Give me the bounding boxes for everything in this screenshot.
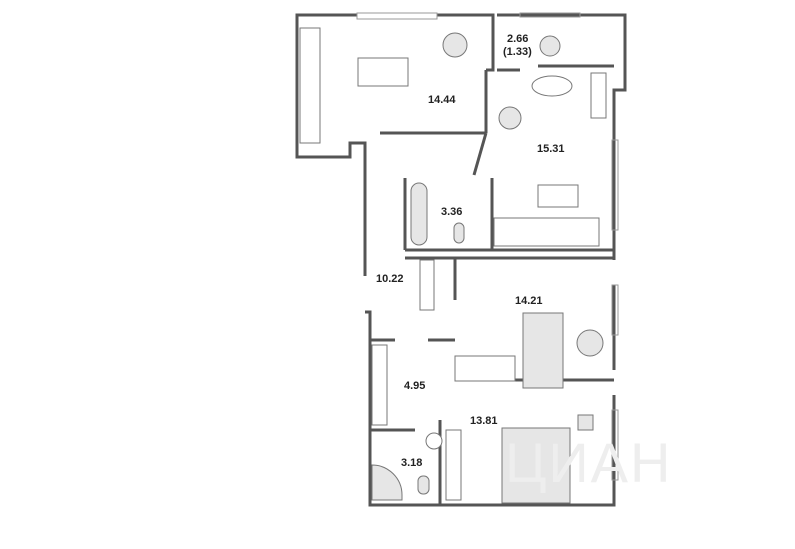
room-reduced-area-balcony: (1.33): [503, 46, 532, 58]
room-area-bathroom: 3.36: [441, 206, 463, 218]
room-area-balcony: 2.66: [507, 33, 529, 45]
room-area-bedroom: 14.21: [515, 295, 543, 307]
walls: [295, 13, 627, 507]
room-area-second-bathroom: 3.18: [401, 457, 423, 469]
windows: [356, 12, 619, 481]
room-area-hallway: 10.22: [376, 273, 404, 285]
room-area-living: 15.31: [537, 143, 565, 155]
room-area-master-bedroom: 13.81: [470, 415, 498, 427]
room-area-closet: 4.95: [404, 380, 426, 392]
room-area-kitchen: 14.44: [428, 94, 456, 106]
watermark: ЦИАН: [505, 431, 673, 494]
furniture: [299, 27, 607, 504]
